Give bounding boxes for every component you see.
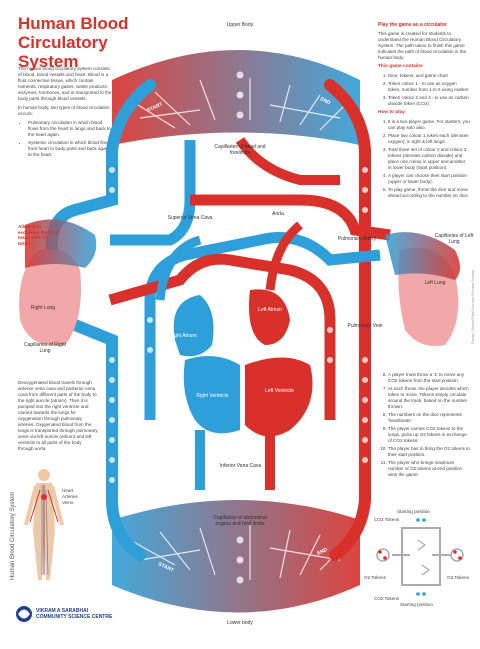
aorta-label: Aorta xyxy=(272,211,284,217)
inferior-vena-cava-label: Inferior Vena Cava xyxy=(219,463,262,469)
left-lung xyxy=(385,232,460,346)
step-item: A player must throw a '1' to move any CO… xyxy=(388,372,470,384)
legend-heart: Heart xyxy=(62,488,74,493)
intro-paragraph: The human blood circulatory system consi… xyxy=(18,66,112,101)
deox-text: Deoxygenated blood travels through anter… xyxy=(18,380,98,451)
capillaries-left-lung-label: Capillaries of Left Lung xyxy=(434,233,474,245)
page-title: Human Blood Circulatory System xyxy=(18,14,129,71)
mini-start-top: Starting position xyxy=(397,509,430,514)
publisher-logo-icon xyxy=(16,606,32,622)
contains-item: Dice, tokens, and game chart xyxy=(388,73,470,79)
mini-o2-left: O2 Tokens xyxy=(364,575,386,580)
step-item: The player who brings maximum number of … xyxy=(388,460,470,478)
body-figure-icon xyxy=(24,469,64,580)
publisher-line-2: COMMUNITY SCIENCE CENTRE xyxy=(36,614,113,620)
howto-heading: How to play xyxy=(378,110,405,115)
intro-item-systemic: Systemic circulation in which blood flow… xyxy=(28,140,113,158)
steps-list-a: It is a two player game. For starters, y… xyxy=(378,119,470,199)
right-lung-label: Right Lung xyxy=(30,305,56,311)
game-intro: This game is created for students to und… xyxy=(378,31,467,60)
superior-vena-cava-label: Superior Vena Cava xyxy=(167,215,213,221)
exchange-note: Allowed to exchange the CO2 token with O… xyxy=(18,224,59,246)
legend-arteries: Arteries xyxy=(62,494,78,499)
game-rules: Play the game as a circulator This game … xyxy=(378,22,470,202)
mini-co2-bottom: CO2 Tokens xyxy=(374,596,400,601)
lower-body-label: Lower body xyxy=(227,620,253,626)
capillaries-right-lung-label: Capillaries of Right Lung xyxy=(24,342,66,354)
game-rules-continued: A player must throw a '1' to move any CO… xyxy=(378,372,470,481)
upper-body-label: Upper Body xyxy=(226,22,254,28)
capillaries-abdominal-label: Capillaries of abdominal organs and hind… xyxy=(213,515,267,527)
left-ventricle-label: Left Ventricle xyxy=(265,388,294,394)
intro-text: The human blood circulatory system consi… xyxy=(18,66,113,161)
steps-list-b: A player must throw a '1' to move any CO… xyxy=(378,372,470,478)
intro-list: Pulmonary circulation in which blood flo… xyxy=(18,120,113,158)
publisher-name: VIKRAM A SARABHAI COMMUNITY SCIENCE CENT… xyxy=(36,608,126,620)
left-atrium-label: Left Atrium xyxy=(258,307,282,313)
upper-capillary-region xyxy=(112,50,360,145)
heart xyxy=(155,221,313,437)
lower-capillary-region xyxy=(112,500,360,613)
capillaries-head-label: Capillaries of head and forelimbs xyxy=(214,144,266,156)
step-item: Total three set of colour 2 and colour 3… xyxy=(388,147,470,171)
mini-o2-right: O2 Tokens xyxy=(447,575,469,580)
game-heading: Play the game as a circulator xyxy=(378,22,447,28)
pulmonary-vein-label: Pulmonary Vein xyxy=(347,323,383,329)
contains-item: Token colour 2 and 3 - to use as carbon … xyxy=(388,95,470,107)
track-cells xyxy=(109,71,368,584)
end-bottom-label: END xyxy=(316,547,328,557)
contains-item: Token colour 1 - to use as oxygen token,… xyxy=(388,81,470,93)
step-item: The player has to bring the O2 tokens to… xyxy=(388,446,470,458)
intro-item-pulmonary: Pulmonary circulation in which blood flo… xyxy=(28,120,113,138)
right-atrium-label: Right Atrium xyxy=(169,333,197,339)
step-item: At each throw, the player decides which … xyxy=(388,386,470,410)
left-lung-label: Left Lung xyxy=(424,280,446,286)
right-lung xyxy=(19,219,97,346)
pulmonary-artery-label: Pulmonary Artery xyxy=(337,236,377,242)
step-item: Place two colour 1 token each (denotes o… xyxy=(388,133,470,145)
end-top-label: END xyxy=(319,96,331,106)
step-item: A player can choose their start position… xyxy=(388,173,470,185)
legend-veins: Veins xyxy=(62,500,74,505)
step-item: It is a two player game. For starters, y… xyxy=(388,119,470,131)
mini-start-bottom: Starting position xyxy=(400,602,433,607)
contains-list: Dice, tokens, and game chart Token colou… xyxy=(378,73,470,107)
step-item: The numbers on the dice represents 'hear… xyxy=(388,412,470,424)
publisher-line-1: VIKRAM A SARABHAI xyxy=(36,608,89,614)
mini-board-diagram xyxy=(376,518,464,596)
step-item: The player carries CO2 tokens to the lun… xyxy=(388,426,470,444)
right-ventricle-label: Right Ventricle xyxy=(196,393,229,399)
intro-types: In human body, two types of blood circul… xyxy=(18,105,110,116)
body-legend: Heart Arteries Veins xyxy=(62,488,102,506)
step-item: To play game, throw the dice and move ah… xyxy=(388,187,470,199)
contains-heading: This game contains xyxy=(378,64,423,69)
mini-co2-top: CO2 Tokens xyxy=(374,517,400,522)
